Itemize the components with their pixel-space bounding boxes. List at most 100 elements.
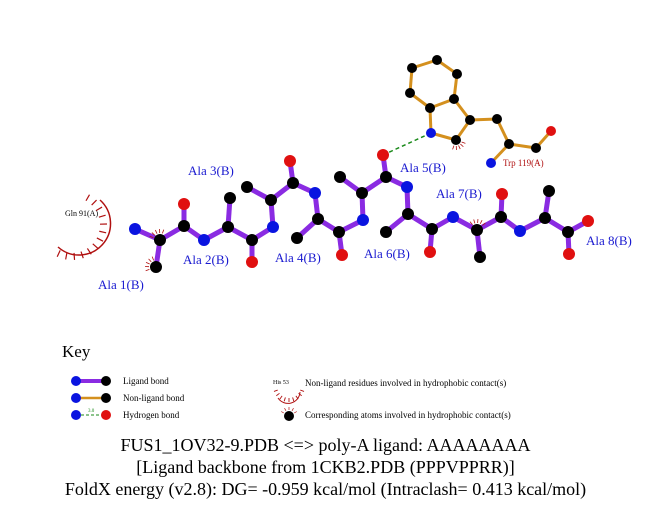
key-hydrophobic-residues: Non-ligand residues involved in hydropho… (305, 378, 507, 388)
hydrophobic-residue-arc-gln91 (57, 199, 112, 256)
key-hydrophobic-spoke (298, 392, 302, 397)
nitrogen-atom (486, 158, 496, 168)
oxygen-atom (546, 126, 556, 136)
hydrogen-bond (382, 132, 432, 156)
key-hydrophobic-spoke (283, 397, 286, 402)
residue-label-ala8: Ala 8(B) (586, 233, 632, 248)
key-hydrophobic-atom-mark (291, 408, 294, 411)
nitrogen-atom (309, 187, 321, 199)
carbon-atom (246, 234, 258, 246)
hydrophobic-contact-mark (149, 235, 154, 238)
carbon-atom (449, 94, 459, 104)
carbon-atom (405, 88, 415, 98)
hydrophobic-contact-mark (482, 222, 486, 226)
carbon-atom (407, 63, 417, 73)
carbon-atom (425, 103, 435, 113)
key-atom (101, 376, 111, 386)
residue-label-ala4: Ala 4(B) (275, 250, 321, 265)
carbon-atom (241, 181, 253, 193)
key-atom (101, 393, 111, 403)
hydrophobic-residue-spoke (65, 252, 68, 260)
residue-label-trp119: Trp 119(A) (503, 158, 544, 168)
hydrophobic-residue-spoke (95, 206, 103, 212)
carbon-atom (531, 143, 541, 153)
oxygen-atom (582, 215, 594, 227)
hydrophobic-residue-spoke (80, 251, 84, 259)
key-hydrophobic-spoke (276, 392, 280, 397)
nitrogen-atom (447, 211, 459, 223)
key-ligand-bond: Ligand bond (123, 376, 169, 386)
nitrogen-atom (426, 128, 436, 138)
key-title: Key (62, 342, 91, 361)
key-hydrophobic-atom-mark (294, 411, 297, 414)
carbon-atom (402, 208, 414, 220)
carbon-atom (495, 211, 507, 223)
hydrophobic-contact-mark (469, 221, 473, 225)
residue-label-ala7: Ala 7(B) (436, 186, 482, 201)
nitrogen-atom (357, 214, 369, 226)
hydrophobic-residue-spoke (85, 194, 91, 202)
hydrophobic-residue-spoke (98, 214, 106, 218)
carbon-atom (380, 171, 392, 183)
carbon-atom (224, 192, 236, 204)
carbon-atom (452, 69, 462, 79)
hydrophobic-contact-mark (162, 229, 165, 234)
carbon-atom (426, 223, 438, 235)
key-hydrophobic-atom (284, 411, 294, 421)
hydrophobic-contact-mark (473, 219, 476, 224)
hydrophobic-residue-spoke (96, 237, 104, 242)
key-hbond-distance: 3.0 (88, 409, 95, 414)
carbon-atom (465, 115, 475, 125)
nitrogen-atom (198, 234, 210, 246)
hydrophobic-contact-mark (458, 145, 461, 150)
hydrophobic-contact-mark (461, 141, 466, 144)
key-hydrophobic-atom-mark (284, 408, 287, 411)
oxygen-atom (178, 198, 190, 210)
oxygen-atom (336, 249, 348, 261)
oxygen-atom (424, 246, 436, 258)
oxygen-atom (563, 248, 575, 260)
key-hydrogen-bond: Hydrogen bond (123, 410, 180, 420)
carbon-atom (291, 232, 303, 244)
hydrophobic-residue-spoke (56, 250, 61, 257)
hydrophobic-contact-mark (148, 258, 152, 263)
footer-energy: FoldX energy (v2.8): DG= -0.959 kcal/mol… (64, 479, 587, 499)
residue-label-ala6: Ala 6(B) (364, 246, 410, 261)
nitrogen-atom (267, 221, 279, 233)
hydrophobic-contact-mark (154, 229, 158, 234)
hydrophobic-residue-spoke (86, 248, 92, 255)
carbon-atom (333, 226, 345, 238)
key-hydrophobic-atom-mark (281, 411, 284, 414)
hydrophobic-contact-mark (151, 256, 154, 261)
hydrophobic-residue-spoke (99, 230, 107, 234)
carbon-atom (150, 261, 162, 273)
footer-backbone: [Ligand backbone from 1CKB2.PDB (PPPVPPR… (136, 457, 515, 477)
key-hydrophobic-spoke (273, 389, 278, 392)
carbon-atom (474, 251, 486, 263)
key-atom (101, 410, 111, 420)
hydrophobic-residue-spoke (92, 243, 99, 249)
residue-label-ala1: Ala 1(B) (98, 277, 144, 292)
carbon-atom (504, 139, 514, 149)
residue-label-ala5: Ala 5(B) (400, 160, 446, 175)
key-atom (71, 410, 81, 420)
hydrophobic-contact-mark (479, 220, 483, 224)
nitrogen-atom (514, 225, 526, 237)
hydrophobic-residue-spoke (91, 199, 97, 206)
nitrogen-atom (129, 223, 141, 235)
key-hydrophobic-arc (277, 391, 301, 404)
footer-title: FUS1_1OV32-9.PDB <=> poly-A ligand: AAAA… (120, 435, 531, 455)
carbon-atom (380, 226, 392, 238)
oxygen-atom (246, 256, 258, 268)
hydrophobic-residue-spoke (73, 252, 76, 260)
oxygen-atom (284, 155, 296, 167)
carbon-atom (356, 187, 368, 199)
key-hydrophobic-atoms: Corresponding atoms involved in hydropho… (305, 410, 511, 420)
hydrophobic-contact-mark (151, 232, 156, 236)
key-hydrophobic-spoke (292, 397, 295, 402)
residue-label-ala3: Ala 3(B) (188, 163, 234, 178)
carbon-atom (562, 226, 574, 238)
carbon-atom (265, 194, 277, 206)
carbon-atom (334, 171, 346, 183)
